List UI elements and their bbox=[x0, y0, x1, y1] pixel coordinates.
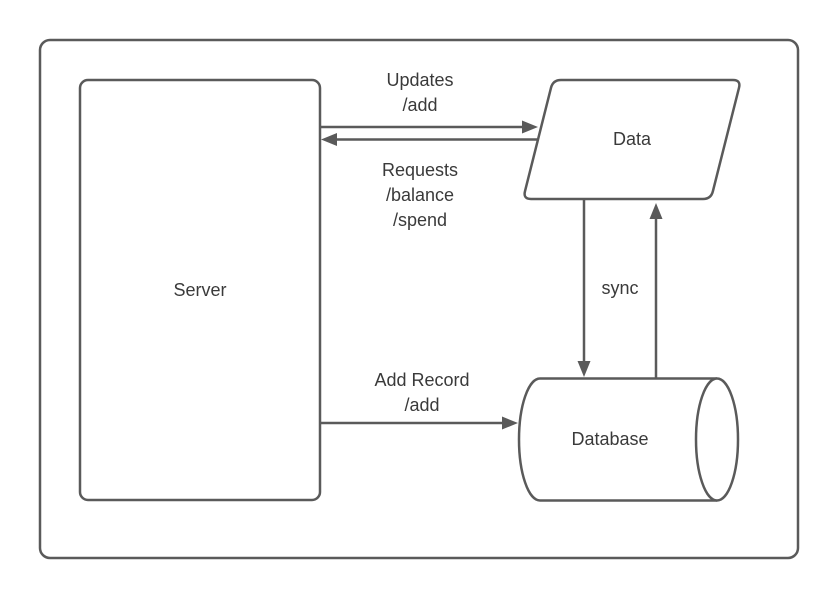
requests-connector[interactable] bbox=[321, 133, 537, 146]
sync-up-connector[interactable] bbox=[649, 203, 663, 378]
updates-connector[interactable] bbox=[321, 120, 538, 134]
add-record-connector[interactable] bbox=[321, 416, 518, 430]
data-node-shape[interactable] bbox=[523, 78, 741, 201]
database-cylinder-cap[interactable] bbox=[694, 377, 740, 502]
sync-edge-label: sync bbox=[601, 278, 639, 298]
sync-down-arrowhead-icon bbox=[577, 361, 591, 377]
server-node-shape[interactable] bbox=[78, 78, 322, 502]
database-node-label: Database bbox=[571, 428, 649, 449]
updates-edge-label-line2: /add bbox=[402, 95, 438, 115]
add-record-edge-label: Add Record /add bbox=[342, 368, 502, 418]
requests-edge-label-line3: /spend bbox=[392, 210, 448, 230]
requests-edge-label-line2: /balance bbox=[385, 185, 455, 205]
data-node-label: Data bbox=[612, 129, 652, 149]
server-node-label: Server bbox=[173, 279, 227, 300]
add-record-arrowhead-icon bbox=[502, 416, 518, 430]
sync-up-arrowhead-icon bbox=[649, 203, 663, 219]
add-record-edge-label-line2: /add bbox=[404, 395, 440, 415]
requests-edge-label: Requests /balance /spend bbox=[340, 158, 500, 233]
requests-arrowhead-icon bbox=[321, 133, 337, 146]
add-record-edge-label-line1: Add Record bbox=[374, 370, 470, 390]
sync-down-connector[interactable] bbox=[577, 199, 591, 377]
updates-edge-label-line1: Updates bbox=[386, 70, 454, 90]
updates-edge-label: Updates /add bbox=[340, 68, 500, 118]
requests-edge-label-line1: Requests bbox=[381, 160, 459, 180]
database-node-shape[interactable] bbox=[517, 377, 717, 502]
updates-arrowhead-icon bbox=[522, 120, 538, 134]
